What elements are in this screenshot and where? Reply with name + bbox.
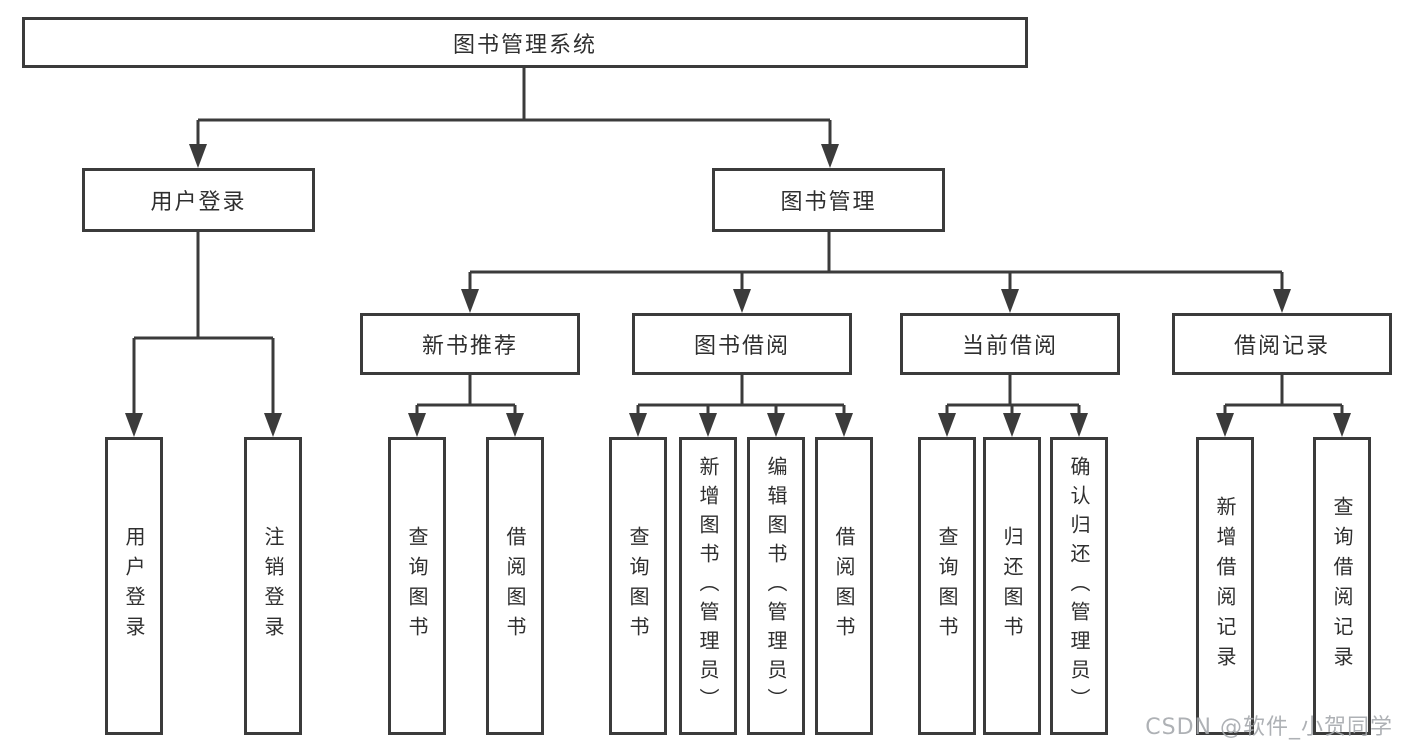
leaf-newbook-query-books: 查询图书 — [388, 437, 446, 735]
node-book-borrowing-label: 图书借阅 — [693, 334, 790, 359]
node-user-login-label: 用户登录 — [150, 190, 247, 215]
connector-bookborrow-branch — [636, 375, 846, 415]
leaf-records-add-record: 新增借阅记录 — [1196, 437, 1254, 735]
leaf-borrowing-edit-books-admin: 编辑图书（管理员） — [747, 437, 805, 735]
node-root-label: 图书管理系统 — [452, 32, 597, 58]
leaf-current-query-books: 查询图书 — [918, 437, 976, 735]
connector-records-branch — [1223, 375, 1344, 415]
connector-root-to-level2 — [196, 68, 832, 146]
leaf-newbook-borrow-books: 借阅图书 — [486, 437, 544, 735]
csdn-watermark: CSDN @软件_小贺同学 — [1145, 715, 1393, 740]
connector-currentborrow-branch — [945, 375, 1081, 415]
node-root-system: 图书管理系统 — [22, 17, 1028, 68]
node-user-login: 用户登录 — [82, 168, 315, 232]
node-book-management-label: 图书管理 — [780, 190, 877, 215]
leaf-borrowing-add-books-admin: 新增图书（管理员） — [679, 437, 737, 735]
node-book-management: 图书管理 — [712, 168, 945, 232]
node-borrowing-records: 借阅记录 — [1172, 313, 1392, 375]
node-current-borrowing-label: 当前借阅 — [961, 334, 1058, 359]
connector-newbook-branch — [415, 375, 517, 415]
connector-bookmgmt-branch — [468, 232, 1284, 291]
node-current-borrowing: 当前借阅 — [900, 313, 1120, 375]
node-borrowing-records-label: 借阅记录 — [1233, 334, 1330, 359]
leaf-current-confirm-return-admin: 确认归还（管理员） — [1050, 437, 1108, 735]
leaf-records-query-record: 查询借阅记录 — [1313, 437, 1371, 735]
node-book-borrowing: 图书借阅 — [632, 313, 852, 375]
leaf-borrowing-query-books: 查询图书 — [609, 437, 667, 735]
leaf-current-return-books: 归还图书 — [983, 437, 1041, 735]
connector-userlogin-branch — [132, 232, 275, 415]
node-new-book-recommend-label: 新书推荐 — [421, 334, 518, 359]
leaf-borrowing-borrow-books: 借阅图书 — [815, 437, 873, 735]
leaf-user-login: 用户登录 — [105, 437, 163, 735]
arrowheads — [125, 144, 1351, 437]
leaf-logout: 注销登录 — [244, 437, 302, 735]
node-new-book-recommend: 新书推荐 — [360, 313, 580, 375]
